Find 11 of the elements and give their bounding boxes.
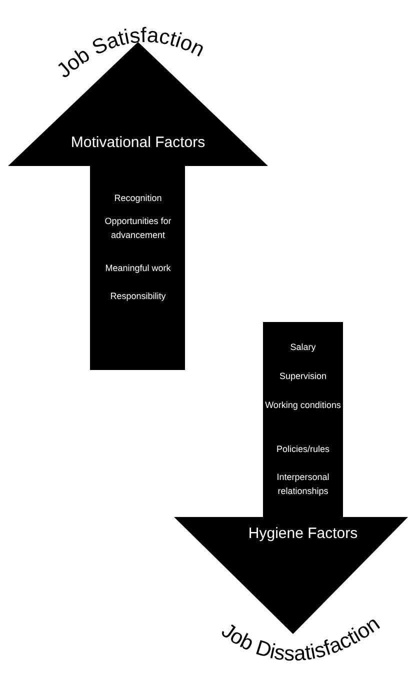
arrow-heading: Motivational Factors [70, 136, 206, 150]
factor-item: Opportunities for advancement [104, 215, 172, 242]
factor-item: Policies/rules [275, 443, 331, 456]
arrow-heading: Hygiene Factors [248, 527, 358, 541]
factor-item: Responsibility [109, 290, 167, 303]
factor-item: Meaningful work [104, 262, 172, 275]
factor-item: Salary [289, 341, 317, 354]
factor-item: Working conditions [264, 399, 342, 412]
factor-item: Supervision [278, 370, 328, 383]
factor-item: Recognition [113, 192, 163, 205]
factor-item: Interpersonal relationships [276, 471, 330, 498]
